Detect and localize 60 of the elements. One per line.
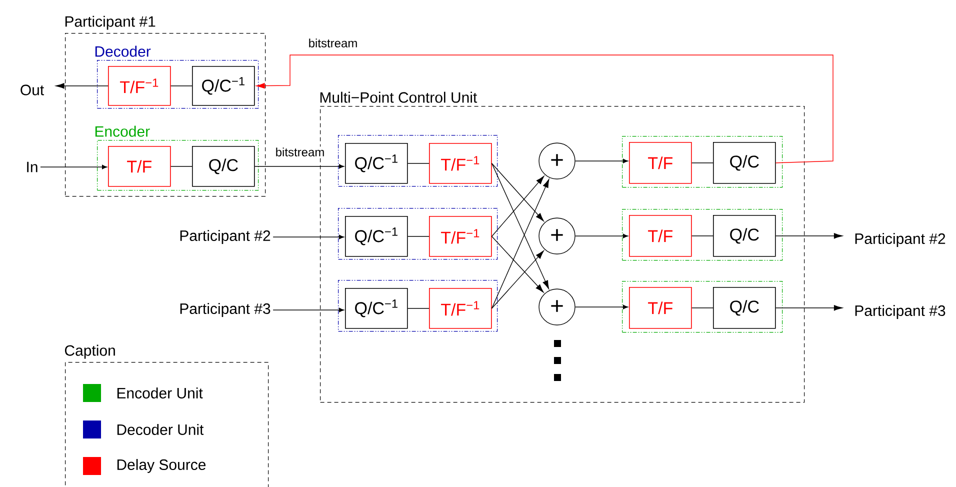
- node-label: Multi−Point Control Unit: [320, 92, 478, 103]
- process-block: Q/C: [713, 287, 776, 329]
- delay-block: T/F: [629, 287, 692, 329]
- encoder-group-box: [622, 136, 783, 188]
- process-block: Q/C: [713, 215, 776, 257]
- arrow: [575, 158, 628, 164]
- edge-label: bitstream: [274, 146, 326, 158]
- arrow: [272, 308, 344, 312]
- arrow: [40, 164, 108, 170]
- decoder-group-box: [338, 280, 498, 332]
- terminal-label: Participant #3: [855, 305, 946, 319]
- arrow: [491, 163, 550, 290]
- decoder-group-box: [338, 135, 498, 187]
- arrow: [254, 164, 344, 169]
- process-block: Q/C: [713, 142, 776, 184]
- terminal-label: Participant #2: [855, 233, 946, 247]
- encoder-group-box: [622, 209, 783, 261]
- process-block: Q/C$^{−1}$: [345, 288, 408, 329]
- arrow: [256, 54, 834, 164]
- arrow: [575, 234, 628, 238]
- terminal-label: In: [27, 162, 38, 172]
- arrow: [56, 83, 108, 89]
- node-label: Caption: [64, 344, 115, 359]
- arrow: [575, 304, 628, 310]
- node-label: Decoder: [95, 46, 151, 57]
- connector-line: [170, 166, 192, 167]
- arrow: [775, 233, 842, 239]
- delay-block: T/F$^{−1}$: [429, 143, 492, 184]
- connector-line: [407, 236, 430, 237]
- arrow: [491, 250, 544, 309]
- terminal-label: Participant #3: [180, 303, 270, 317]
- terminal-label: Out: [20, 84, 44, 96]
- process-block: Q/C$^{−1}$: [345, 216, 408, 257]
- connector-line: [407, 308, 430, 309]
- delay-block: T/F$^{−1}$: [429, 216, 492, 257]
- delay-block: T/F: [629, 142, 692, 184]
- edge-label: bitstream: [307, 38, 359, 48]
- connector-line: [691, 162, 714, 164]
- process-block: Q/C$^{−1}$: [192, 66, 255, 106]
- decoder-group-box: [338, 208, 498, 260]
- delay-block: T/F$^{−1}$: [429, 288, 492, 329]
- delay-block: T/F: [629, 215, 692, 257]
- arrow: [491, 236, 544, 293]
- arrow: [272, 234, 344, 240]
- legend-label: Delay Source: [117, 459, 206, 473]
- legend-label: Decoder Unit: [117, 424, 204, 435]
- node-label: Encoder: [95, 126, 150, 137]
- arrow: [491, 176, 544, 237]
- node-label: Participant #1: [65, 16, 156, 30]
- connector-line: [407, 163, 430, 164]
- process-block: Q/C: [192, 146, 255, 187]
- terminal-label: Participant #2: [180, 230, 270, 244]
- legend-label: Encoder Unit: [117, 387, 203, 398]
- arrow: [775, 305, 842, 311]
- arrow: [491, 179, 550, 309]
- encoder-group-box: [622, 281, 783, 333]
- delay-block: T/F$^{−1}$: [108, 66, 171, 106]
- arrow: [491, 163, 544, 222]
- delay-block: T/F: [108, 146, 171, 187]
- process-block: Q/C$^{−1}$: [345, 143, 408, 184]
